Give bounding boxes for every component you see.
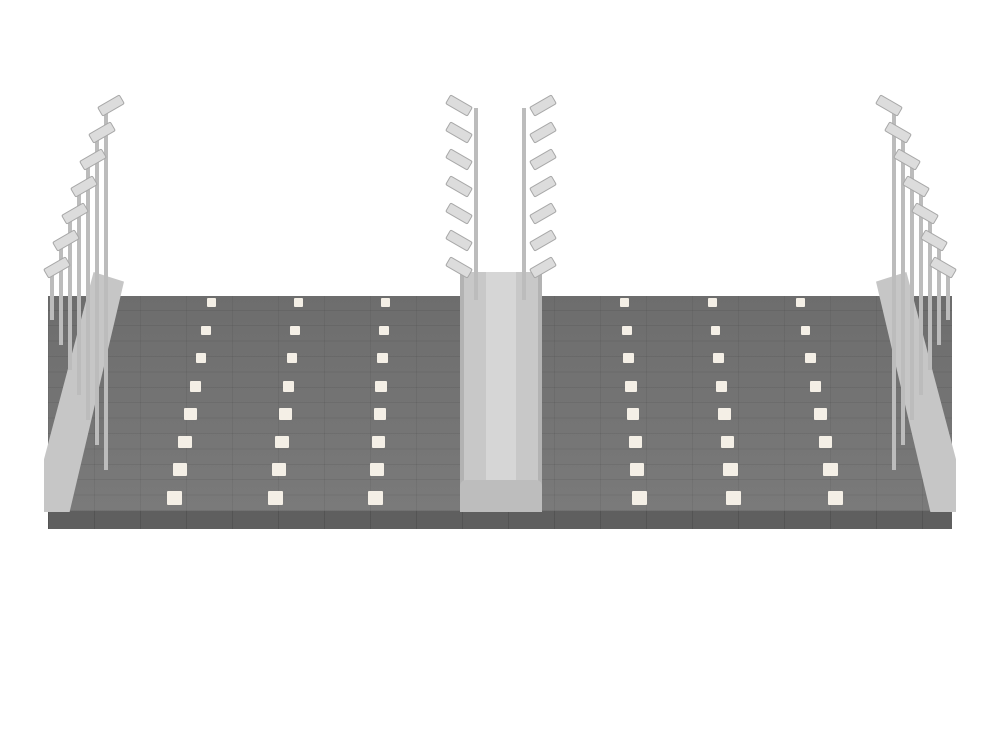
- lamp-head: [528, 94, 558, 117]
- lamp-head: [901, 175, 931, 198]
- lamp-head: [444, 94, 474, 117]
- lane-dash: [369, 463, 384, 477]
- lamp-head: [528, 121, 558, 144]
- lamp-head: [928, 256, 958, 279]
- lamp-head: [87, 121, 117, 144]
- lane-dash: [723, 463, 738, 477]
- lane-dash: [294, 298, 303, 307]
- lamp-pole: [892, 106, 896, 470]
- lamp-head: [444, 121, 474, 144]
- lane-dash: [201, 325, 212, 336]
- lamp-head: [528, 148, 558, 171]
- lamp-head: [96, 94, 126, 117]
- lamp-head: [51, 229, 81, 252]
- lamp-pole: [901, 133, 905, 445]
- lamp-head: [444, 202, 474, 225]
- lane-dash: [796, 298, 805, 307]
- lane-dash: [805, 353, 816, 364]
- lamp-head: [910, 202, 940, 225]
- lane-dash: [189, 380, 202, 392]
- lamp-head: [78, 148, 108, 171]
- lane-dash: [625, 380, 637, 392]
- lane-dash: [290, 325, 301, 336]
- lane-dash: [172, 463, 187, 477]
- lamp-head: [883, 121, 913, 144]
- lane-dash: [710, 325, 721, 336]
- lamp-pole: [95, 133, 99, 445]
- lamp-pole: [937, 241, 941, 345]
- lane-dash: [628, 435, 642, 449]
- lane-dash: [167, 490, 182, 505]
- lamp-head: [444, 256, 474, 279]
- lane-dash: [381, 298, 390, 307]
- lane-dash: [800, 325, 811, 336]
- lamp-pole: [910, 160, 914, 420]
- lane-dash: [375, 380, 387, 392]
- lamp-head: [528, 256, 558, 279]
- lane-dash: [275, 435, 289, 449]
- lane-dash: [371, 435, 385, 449]
- lamp-pole: [59, 241, 63, 345]
- lamp-pole: [104, 106, 108, 470]
- lamp-head: [528, 229, 558, 252]
- lane-dash: [621, 325, 632, 336]
- lane-dash: [708, 298, 717, 307]
- lane-dash: [268, 490, 283, 505]
- lane-dash: [178, 435, 192, 449]
- lamp-head: [528, 175, 558, 198]
- lamp-head: [892, 148, 922, 171]
- lane-dash: [809, 380, 822, 392]
- lane-dash: [282, 380, 295, 392]
- lane-dash: [195, 353, 207, 364]
- median-walkway: [486, 272, 516, 482]
- lamp-pole: [928, 214, 932, 370]
- lane-dash: [368, 490, 383, 505]
- lamp-head: [444, 148, 474, 171]
- lamp-head: [874, 94, 904, 117]
- lamp-head: [60, 202, 90, 225]
- lane-dash: [632, 490, 647, 505]
- lane-dash: [626, 408, 640, 420]
- lane-dash: [286, 353, 298, 364]
- lane-dash: [715, 380, 728, 392]
- lane-dash: [207, 298, 216, 307]
- lane-dash: [726, 490, 741, 505]
- lane-dash: [184, 408, 197, 420]
- lane-dash: [814, 408, 827, 420]
- lane-dash: [720, 435, 735, 449]
- lamp-head: [69, 175, 99, 198]
- lane-dash: [718, 408, 731, 420]
- lamp-head: [444, 229, 474, 252]
- lamp-head: [444, 175, 474, 198]
- lamp-head: [42, 256, 72, 279]
- lane-dash: [377, 353, 388, 364]
- lamp-pole: [50, 268, 54, 320]
- lane-dash: [823, 463, 838, 477]
- lamp-pole: [68, 214, 72, 370]
- lamp-pole: [522, 270, 526, 300]
- lane-dash: [818, 435, 833, 449]
- lamp-pole: [946, 268, 950, 320]
- lane-dash: [630, 463, 645, 477]
- median-end-cap: [460, 480, 542, 512]
- lamp-head: [528, 202, 558, 225]
- lane-dash: [620, 298, 629, 307]
- lamp-pole: [919, 187, 923, 395]
- road-base-edge: [48, 511, 952, 529]
- lane-dash: [623, 353, 635, 364]
- lane-dash: [373, 408, 386, 420]
- lane-dash: [271, 463, 286, 477]
- lamp-pole: [86, 160, 90, 420]
- lamp-pole: [474, 270, 478, 300]
- lamp-pole: [77, 187, 81, 395]
- lane-dash: [279, 408, 292, 420]
- lane-dash: [713, 353, 724, 364]
- lamp-head: [919, 229, 949, 252]
- lane-dash: [379, 325, 389, 336]
- lane-dash: [828, 490, 843, 505]
